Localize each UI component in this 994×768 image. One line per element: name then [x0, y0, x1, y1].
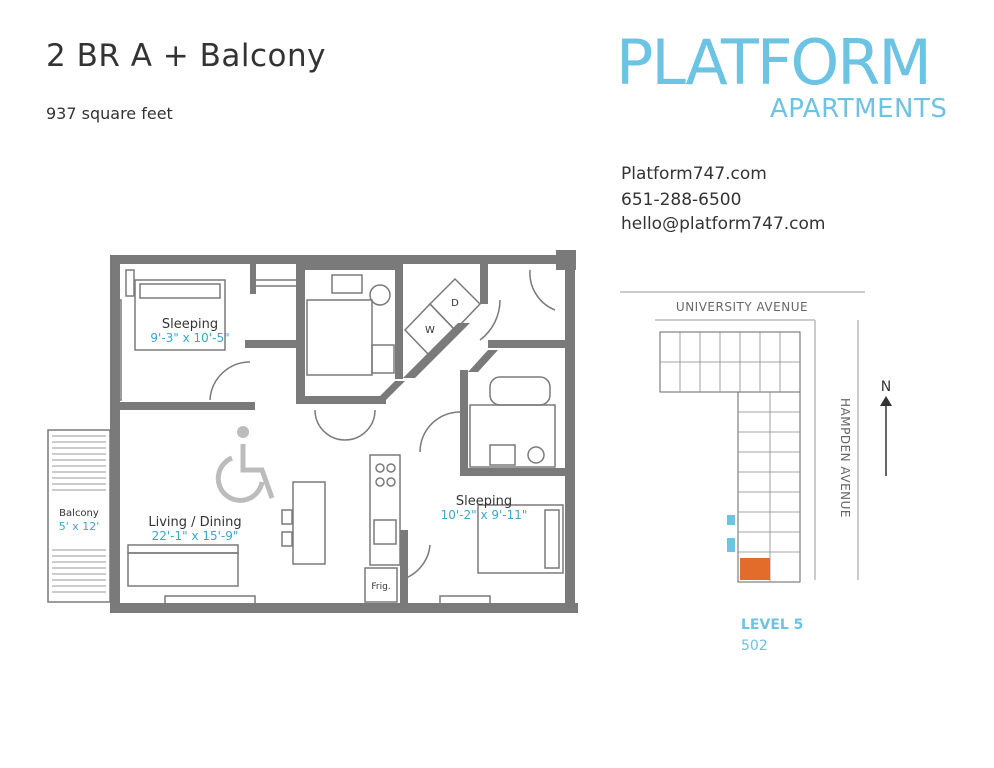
- room-dims-sleeping-1: 9'-3" x 10'-5": [150, 331, 229, 345]
- room-label-sleeping-1: Sleeping: [162, 317, 218, 332]
- website-link[interactable]: Platform747.com: [621, 164, 767, 184]
- dryer-label: D: [451, 298, 459, 309]
- email-link[interactable]: hello@platform747.com: [621, 214, 826, 234]
- room-label-balcony: Balcony: [59, 508, 99, 519]
- phone-number[interactable]: 651-288-6500: [621, 190, 742, 210]
- north-arrow-icon: [880, 396, 892, 476]
- room-dims-sleeping-2: 10'-2" x 9'-11": [441, 508, 528, 522]
- unit-title: 2 BR A + Balcony: [46, 38, 327, 74]
- fridge-label: Frig.: [371, 582, 390, 592]
- unit-highlight: [740, 558, 770, 580]
- level-label: LEVEL 5: [741, 617, 803, 633]
- unit-number: 502: [741, 638, 768, 654]
- square-footage: 937 square feet: [46, 104, 173, 123]
- brand-logo-sub: APARTMENTS: [770, 94, 948, 124]
- washer-label: W: [425, 325, 435, 336]
- room-dims-balcony: 5' x 12': [59, 520, 100, 533]
- room-label-living: Living / Dining: [148, 515, 241, 530]
- street-label-hampden: HAMPDEN AVENUE: [838, 398, 852, 518]
- north-label: N: [881, 379, 891, 395]
- elevator-marker: [727, 515, 735, 525]
- room-dims-living: 22'-1" x 15'-9": [152, 529, 239, 543]
- brand-logo-main: PLATFORM: [616, 26, 932, 99]
- elevator-marker: [727, 538, 735, 552]
- street-label-university: UNIVERSITY AVENUE: [676, 300, 808, 314]
- wheelchair-icon: [215, 426, 275, 503]
- room-label-sleeping-2: Sleeping: [456, 494, 512, 509]
